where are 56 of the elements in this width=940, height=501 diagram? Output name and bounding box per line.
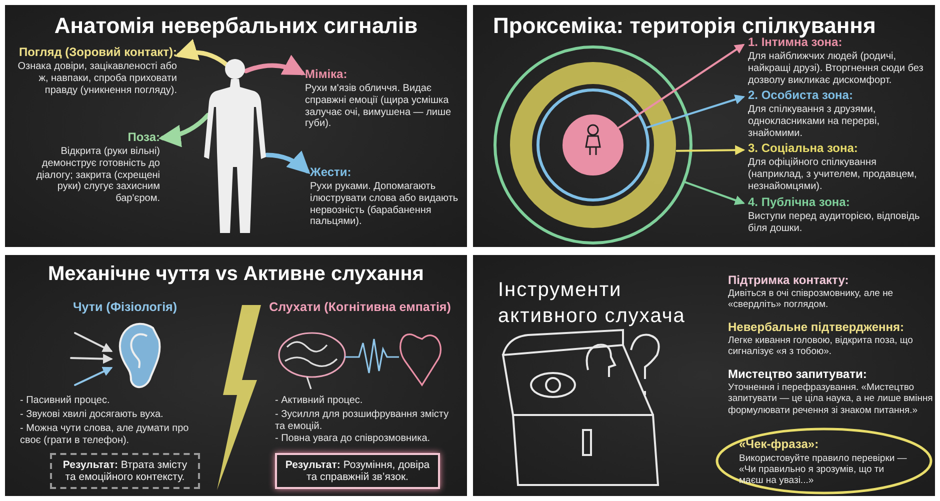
panel-title: Проксеміка: територія спілкування [493, 13, 876, 38]
node-heading: 4. Публічна зона: [748, 195, 851, 209]
arrow [618, 44, 745, 129]
node-text: Для найближчих людей (родичі, найкращі друзі). Вторгнення сюди без дозволу викликає дискомфорт. [748, 51, 924, 86]
chalkboard-panel [473, 5, 935, 247]
bullet-item: - Можна чути слова, але думати про своє (грати в телефон). [20, 423, 190, 447]
node-heading: 2. Особиста зона: [748, 88, 854, 102]
node-text: Рухи руками. Допомагають ілюструвати слова або видають нервозність (барабанення пальцями). [310, 181, 460, 228]
column-heading: Слухати (Когнітивна емпатія) [268, 300, 452, 315]
center-circle [562, 114, 624, 176]
chalkboard-panel [5, 5, 467, 247]
arrow [74, 366, 113, 386]
tip-text: Дивіться в очі співрозмовнику, але не «свердліть» поглядом. [728, 288, 894, 311]
column-heading: Чути (Фізіологія) [72, 300, 178, 315]
bullet-item: - Пасивний процес. [20, 395, 111, 407]
node-text: Використовуйте правило перевірки — «Чи правильно я зрозумів, що ти маєш на увазі...» [739, 453, 908, 487]
node-heading: Погляд (Зоровий контакт): [18, 45, 177, 59]
inner-ring [536, 88, 650, 202]
node-text: Виступи перед аудиторією, відповідь біля дошки. [748, 211, 921, 235]
result-box: Результат: Втрата змісту та емоційного контексту. [50, 453, 200, 489]
node-text: Для спілкування з друзями, однокласниками на перерві, знайомими. [748, 104, 880, 140]
bullet-item: - Зусилля для розшифрування змісту та емоцій. [275, 409, 450, 433]
node-heading: Поза: [126, 130, 160, 144]
result-box: Результат: Розуміння, довіра та справжній зв’язок. [275, 453, 440, 489]
node-heading: 3. Соціальна зона: [748, 141, 859, 155]
arrow [645, 94, 745, 129]
chalkboard-panel [5, 255, 467, 496]
thick-ring [510, 62, 676, 228]
node-text: Рухи м'язів обличчя. Видає справжні емоції (щира усмішка залучає очі, вимушена — лише губи). [305, 83, 452, 130]
panel-title: Інструменти активного слухача [498, 278, 686, 329]
chalkboard-panel [473, 255, 935, 496]
tip-heading: Підтримка контакту: [728, 273, 850, 288]
arrow [676, 145, 746, 156]
arrow [264, 150, 310, 174]
tip-text: Легке кивання головою, відкрита поза, що сигналізує «я з тобою». [728, 335, 914, 358]
tip-heading: Мистецтво запитувати: [728, 367, 868, 382]
arrow [70, 354, 113, 364]
tip-heading: Невербальне підтвердження: [728, 320, 906, 334]
arrow [74, 332, 113, 352]
tip-text: Уточнення і перефразування. «Мистецтво запитувати — це ціла наука, а не лише вміння формулювати речення зі знаком питання.» [728, 382, 933, 416]
arrow [158, 112, 210, 147]
bullet-item: - Повна увага до співрозмовника. [275, 433, 432, 445]
arrow [174, 39, 230, 68]
node-heading: «Чек-фраза»: [739, 437, 820, 451]
node-heading: Міміка: [305, 67, 348, 81]
bullet-item: - Активний процес. [275, 395, 364, 407]
bullet-item: - Звукові хвилі досягають вуха. [20, 409, 164, 421]
arrow [684, 181, 745, 205]
panel-title: Анатомія невербальних сигналів [53, 13, 419, 39]
node-text: Ознака довіри, зацікавленості або ж, навпаки, спроба приховати правду (уникнення погляду). [17, 61, 177, 96]
node-text: Для офіційного спілкування (наприклад, з учителем, продавцем, незнайомцями). [748, 157, 918, 192]
node-heading: Жести: [310, 165, 352, 179]
node-text: Відкрита (руки вільні) демонструє готовність до діалогу; закрита (схрещені руки) слугує захисним бар'єром. [35, 146, 160, 205]
outer-ring [494, 46, 692, 244]
panel-title: Механічне чуття vs Активне слухання [47, 263, 425, 286]
arrow [244, 55, 306, 76]
